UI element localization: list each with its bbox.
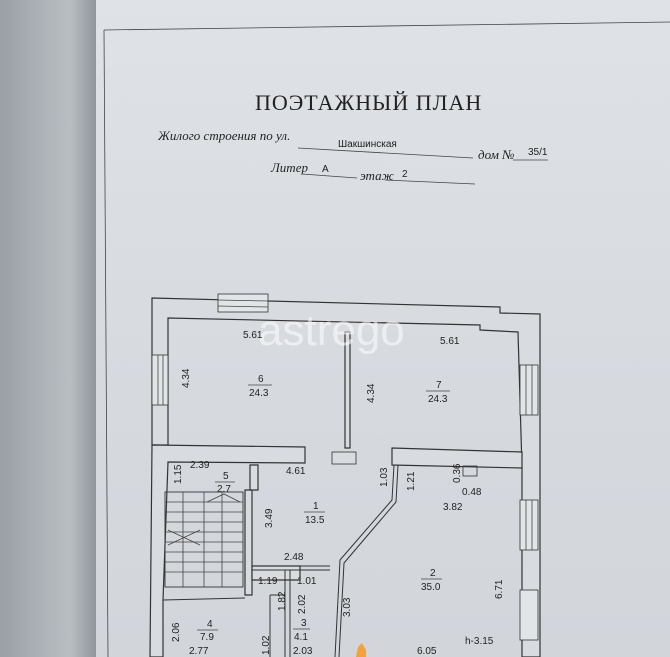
- dimension: 2.02: [297, 594, 308, 614]
- room-area: 35.0: [421, 582, 441, 593]
- street-label: Жилого строения по ул.: [157, 128, 290, 143]
- room-number: 4: [207, 619, 213, 630]
- room-number: 2: [430, 568, 436, 579]
- dimension: 2.03: [293, 646, 313, 657]
- dimension: 2.48: [284, 552, 304, 563]
- room-area: 7.9: [200, 632, 214, 643]
- dimension: 0.48: [462, 487, 482, 498]
- exterior-walls: [149, 297, 541, 657]
- windows: [151, 293, 539, 641]
- liter-underline: [301, 173, 358, 179]
- room-number: 6: [258, 374, 264, 385]
- dimension: 1.82: [277, 591, 288, 611]
- dimension: 3.03: [342, 597, 353, 617]
- liter-label: Литер: [270, 160, 308, 175]
- dimension: 6.05: [417, 646, 437, 657]
- room-labels: 6 24.3 7 24.3 5 2.7 1 13.5 2 35.0 4 7.9 …: [197, 374, 450, 643]
- house-label: дом №: [478, 147, 514, 162]
- dimension: 1.21: [406, 471, 417, 491]
- street-underline: [297, 147, 474, 159]
- floor-underline: [384, 179, 476, 185]
- dimension: 4.34: [366, 383, 377, 403]
- ceiling-height: h-3.15: [465, 636, 494, 647]
- house-value: 35/1: [528, 147, 548, 158]
- dimension: 2.39: [190, 460, 210, 471]
- room-number: 3: [301, 618, 307, 629]
- interior-partitions: [162, 464, 399, 657]
- room-area: 4.1: [294, 632, 308, 643]
- room-number: 1: [313, 501, 319, 512]
- room-area: 24.3: [249, 388, 269, 399]
- street-value: Шакшинская: [338, 139, 397, 150]
- dimension: 3.82: [443, 502, 463, 513]
- dimension: 1.19: [258, 576, 278, 587]
- dimension: 3.49: [264, 508, 275, 528]
- room-number: 5: [223, 471, 229, 482]
- room-number: 7: [436, 380, 442, 391]
- dimension: 0.36: [452, 463, 463, 483]
- map-marker-icon: [356, 643, 366, 657]
- dimension: 1.15: [173, 464, 184, 484]
- dimension: 4.34: [181, 368, 192, 388]
- dimension: 1.01: [297, 576, 317, 587]
- frame-top-line: [103, 21, 670, 31]
- liter-value: А: [322, 164, 329, 175]
- floor-value: 2: [402, 169, 408, 180]
- dimension: 1.02: [261, 635, 272, 655]
- watermark-logo: astrego: [258, 306, 405, 355]
- document-page: [96, 0, 670, 657]
- adjacent-page-edge: [0, 0, 100, 657]
- dimension: 5.61: [440, 336, 460, 347]
- dimension-labels: 5.61 5.61 4.34 4.34 1.15 2.39 4.61 1.03 …: [171, 330, 505, 657]
- floor-label: этаж: [360, 168, 394, 183]
- staircase: [164, 491, 244, 588]
- dimension: 6.71: [494, 579, 505, 599]
- room-area: 13.5: [305, 515, 325, 526]
- dimension: 2.06: [171, 622, 182, 642]
- room-area: 24.3: [428, 394, 448, 405]
- dimension: 5.61: [243, 330, 263, 341]
- room-area: 2.7: [217, 484, 231, 495]
- page-title: ПОЭТАЖНЫЙ ПЛАН: [255, 90, 482, 115]
- dimension: 1.03: [379, 467, 390, 487]
- dimension: 4.61: [286, 466, 306, 477]
- frame-left-line: [103, 29, 109, 657]
- dimension: 2.77: [189, 646, 209, 657]
